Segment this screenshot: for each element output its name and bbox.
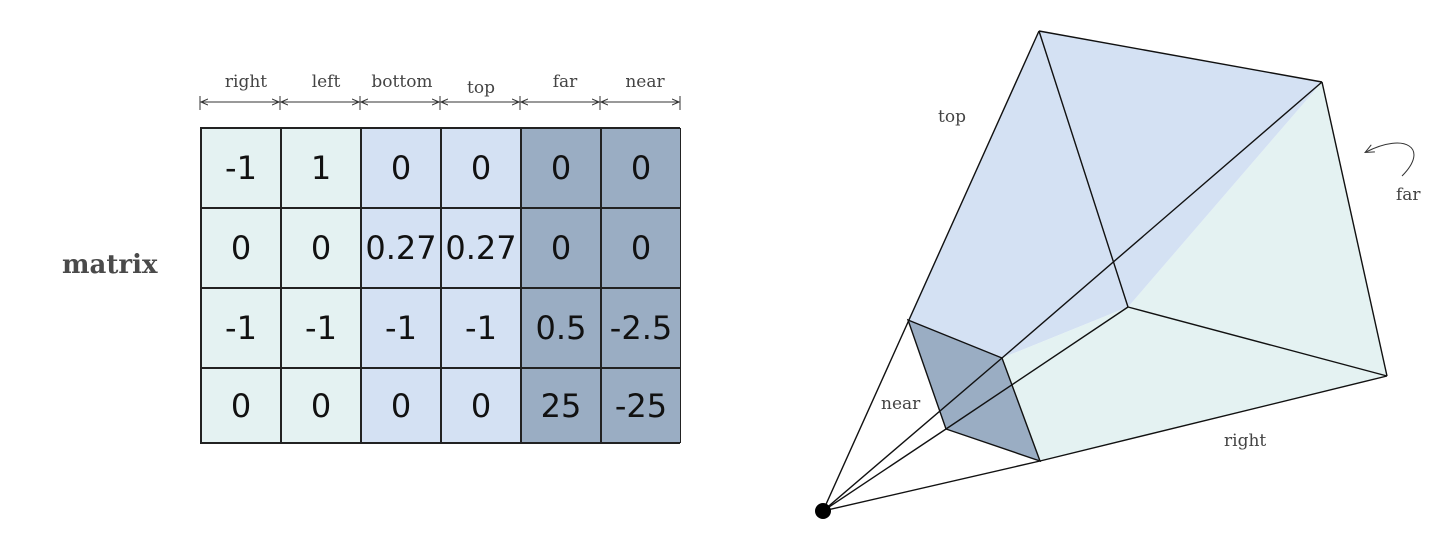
far-arrow — [1366, 142, 1415, 177]
matrix-cell: 0 — [601, 128, 681, 208]
top-plane — [908, 31, 1322, 358]
far-right-plane — [1128, 82, 1387, 376]
column-header-top: top — [467, 78, 495, 98]
right-plane — [1002, 307, 1387, 461]
matrix-cell: 0 — [601, 208, 681, 288]
matrix-cell: 25 — [521, 368, 601, 443]
matrix-cell: 0 — [441, 128, 521, 208]
column-header-left: left — [311, 72, 341, 92]
frustum-label-near: near — [881, 394, 921, 414]
column-header-right: right — [224, 72, 268, 92]
matrix-cell: 0.27 — [361, 208, 441, 288]
matrix-cell: -2.5 — [601, 288, 681, 368]
frustum-label-top: top — [938, 107, 966, 127]
matrix-cell: -1 — [441, 288, 521, 368]
near-plane — [908, 320, 1040, 461]
eye-point — [815, 503, 831, 519]
matrix-cell: -1 — [281, 288, 361, 368]
matrix-cell: 0 — [361, 128, 441, 208]
matrix-cell: 0 — [521, 128, 601, 208]
matrix-cell: -1 — [361, 288, 441, 368]
matrix-cell: 0 — [201, 208, 281, 288]
column-header-near: near — [625, 72, 665, 92]
matrix-cell: 0 — [281, 368, 361, 443]
column-header-far: far — [552, 72, 578, 92]
matrix-cell: 0 — [201, 368, 281, 443]
matrix-cell: 0 — [281, 208, 361, 288]
matrix-label: matrix — [62, 250, 158, 280]
matrix-cell: -1 — [201, 288, 281, 368]
frustum-label-far: far — [1396, 185, 1421, 205]
frustum-label-right: right — [1224, 431, 1266, 451]
column-header-bottom: bottom — [371, 72, 433, 92]
matrix-cell: 1 — [281, 128, 361, 208]
matrix-cell: -25 — [601, 368, 681, 443]
matrix-cell: 0.27 — [441, 208, 521, 288]
matrix-cell: 0.5 — [521, 288, 601, 368]
matrix-cell: 0 — [441, 368, 521, 443]
matrix-grid: -1 1 0 0 0 0 0 0 0.27 0.27 0 0 -1 -1 -1 … — [200, 127, 681, 444]
matrix-cell: 0 — [361, 368, 441, 443]
matrix-cell: -1 — [201, 128, 281, 208]
matrix-cell: 0 — [521, 208, 601, 288]
